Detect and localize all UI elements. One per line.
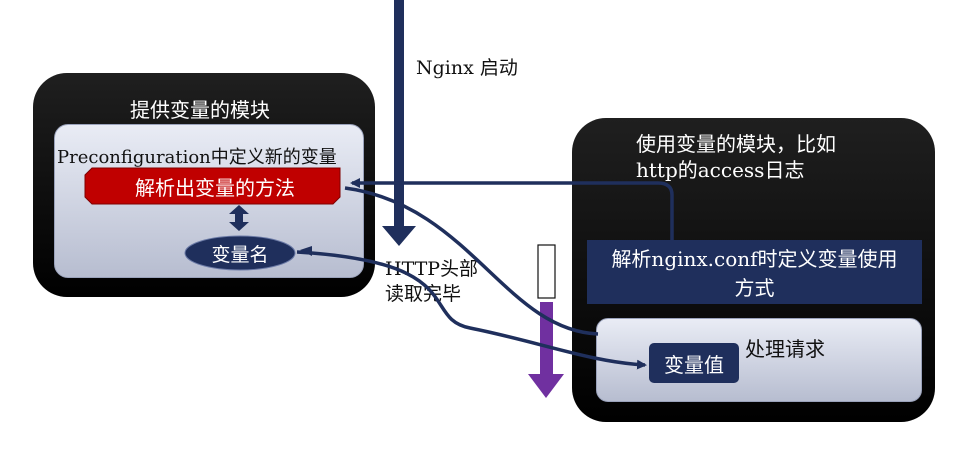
parse-nginx-conf-label-line2: 方式: [734, 276, 775, 300]
method-to-request-connector: [344, 186, 599, 336]
handle-request-label: 处理请求: [745, 337, 825, 361]
parse-method-label: 解析出变量的方法: [135, 175, 295, 200]
parse-method-banner: [84, 167, 341, 205]
provider-module-title: 提供变量的模块: [130, 98, 270, 122]
consumer-module-title-line1: 使用变量的模块，比如: [636, 132, 836, 156]
preconfiguration-label: Preconfiguration中定义新的变量: [57, 147, 337, 168]
parse-nginx-conf-label-line1: 解析nginx.conf时定义变量使用: [611, 247, 898, 271]
nginx-startup-label: Nginx 启动: [416, 57, 518, 79]
conf-to-method-connector: [350, 178, 674, 240]
timeline-white-bar: [537, 244, 556, 299]
method-to-name-double-arrow: [229, 205, 249, 231]
http-header-done-label-line2: 读取完毕: [385, 283, 462, 305]
variable-name-ellipse: [184, 235, 296, 271]
consumer-module-title-line2: http的access日志: [636, 158, 805, 182]
name-to-value-connector: [296, 250, 647, 370]
parse-nginx-conf-box: 解析nginx.conf时定义变量使用 方式: [587, 240, 922, 304]
nginx-startup-down-arrow: [382, 0, 416, 246]
variable-name-label: 变量名: [211, 243, 269, 266]
variable-value-box: 变量值: [649, 343, 739, 383]
to-variable-name-arrow: [300, 246, 312, 256]
timeline-purple-arrow: [528, 302, 564, 398]
